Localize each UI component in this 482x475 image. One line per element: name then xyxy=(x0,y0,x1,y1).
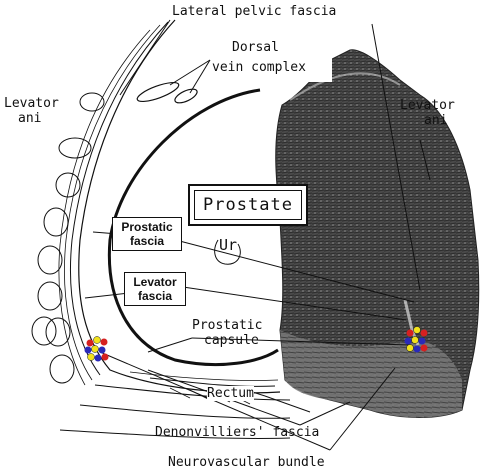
nvb-dots-left xyxy=(85,337,109,362)
label-prostatic-fascia-1: Prostatic xyxy=(116,220,178,234)
nerve-dot xyxy=(407,330,414,337)
label-neurovascular-bundle: Neurovascular bundle xyxy=(168,455,325,470)
label-levator-fascia-2: fascia xyxy=(128,289,182,303)
nerve-dot xyxy=(87,340,94,347)
nerve-dot xyxy=(94,337,101,344)
label-levator-fascia: Levator fascia xyxy=(124,272,186,306)
label-dorsal: Dorsal xyxy=(232,40,279,55)
label-dorsal-vein-complex: Dorsal vein complex xyxy=(212,38,332,82)
levator-oval xyxy=(59,138,91,158)
label-levator-right-1: Levator xyxy=(400,98,455,113)
levator-oval xyxy=(38,246,62,274)
label-levator-fascia-1: Levator xyxy=(128,275,182,289)
nerve-dot xyxy=(412,337,419,344)
nerve-dot xyxy=(414,327,421,334)
label-vein-complex: vein complex xyxy=(212,60,306,75)
vessel-dot xyxy=(405,338,412,345)
nerve-dot xyxy=(88,354,95,361)
label-prostate-box: Prostate xyxy=(188,184,308,226)
levator-oval xyxy=(32,317,56,345)
label-prostate: Prostate xyxy=(194,190,302,220)
vessel-dot xyxy=(414,346,421,353)
label-prostatic-fascia-2: fascia xyxy=(116,234,178,248)
vessel-dot xyxy=(99,347,106,354)
label-ani-left-2: ani xyxy=(4,111,59,126)
nerve-dot xyxy=(407,345,414,352)
label-prostatic-capsule: Prostatic capsule xyxy=(192,318,262,348)
nerve-dot xyxy=(102,354,109,361)
levator-oval xyxy=(46,318,70,346)
levator-oval xyxy=(50,355,74,383)
label-levator-left-1: Levator xyxy=(4,96,59,111)
label-prostatic-capsule-1: Prostatic xyxy=(192,318,262,333)
levator-oval xyxy=(44,208,68,236)
vessel-dot xyxy=(419,338,426,345)
nvb-dots-right xyxy=(405,327,428,353)
nerve-dot xyxy=(92,346,99,353)
levator-oval xyxy=(38,282,62,310)
label-lateral-pelvic-fascia: Lateral pelvic fascia xyxy=(172,4,336,19)
label-rectum: Rectum xyxy=(207,386,254,401)
label-ur: Ur xyxy=(219,238,237,253)
label-ani-right-2: ani xyxy=(400,113,455,128)
nerve-dot xyxy=(101,339,108,346)
nerve-dot xyxy=(421,330,428,337)
label-denonvilliers-fascia: Denonvilliers' fascia xyxy=(155,425,319,440)
label-levator-ani-left: Levator ani xyxy=(4,96,59,126)
label-prostatic-fascia: Prostatic fascia xyxy=(112,217,182,251)
nerve-dot xyxy=(421,345,428,352)
label-prostatic-capsule-2: capsule xyxy=(192,333,262,348)
vessel-dot xyxy=(85,347,92,354)
label-levator-ani-right: Levator ani xyxy=(400,98,455,128)
vessel-dot xyxy=(95,355,102,362)
